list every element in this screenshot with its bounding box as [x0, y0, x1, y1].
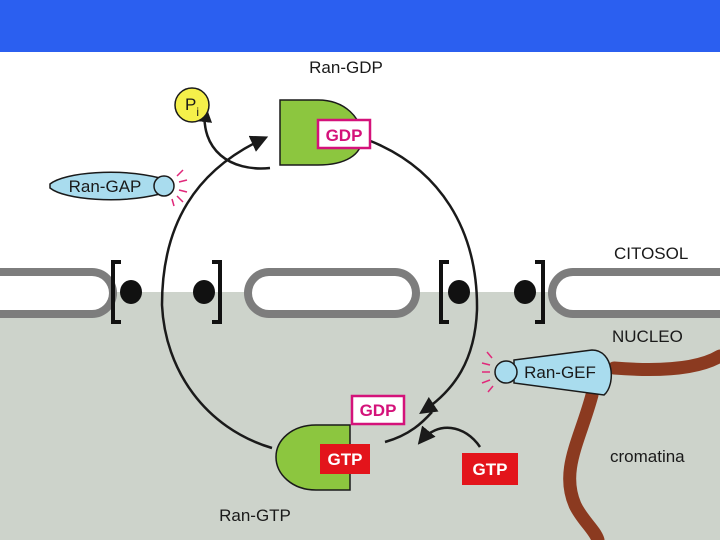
ran-gap-label: Ran-GAP	[69, 177, 142, 196]
gtp-badge-incoming-text: GTP	[473, 460, 508, 479]
chromatin-fiber	[563, 349, 720, 545]
nuclear-pore-right	[439, 260, 545, 324]
ran-cycle	[160, 104, 482, 450]
gdp-badge-released	[350, 394, 406, 426]
gtp-badge-incoming	[462, 453, 518, 485]
gdp-badge-top-text: GDP	[326, 126, 363, 145]
header-bar	[0, 0, 720, 52]
ran-gef-head	[494, 360, 518, 384]
ran-gef-activity-icon	[481, 351, 494, 393]
citosol-label: CITOSOL	[614, 244, 688, 263]
ran-gtp-label: Ran-GTP	[219, 506, 291, 525]
arrow-exchange-stem	[384, 411, 433, 444]
ran-gef-label: Ran-GEF	[524, 363, 596, 382]
nuclear-envelope	[0, 268, 720, 318]
nuclear-pore-left	[111, 260, 222, 324]
ran-gap-head	[153, 175, 175, 197]
pi-label: Pi	[185, 95, 199, 119]
ran-gef-protein	[513, 349, 612, 396]
gdp-badge-released-text: GDP	[360, 401, 397, 420]
pi-circle	[174, 87, 210, 123]
gdp-badge-top	[316, 118, 372, 150]
cromatina-label: cromatina	[610, 447, 685, 466]
pi-label-main: P	[185, 95, 196, 114]
arrow-import-to-cytosol	[160, 135, 273, 450]
nucleo-label: NUCLEO	[612, 327, 683, 346]
arrow-export-to-nucleus	[367, 138, 479, 414]
ran-gdp-label: Ran-GDP	[309, 58, 383, 77]
ran-gap-activity-icon	[171, 169, 188, 207]
arrow-gtp-entry	[417, 425, 482, 448]
gtp-badge-bound-text: GTP	[328, 450, 363, 469]
gtp-badge-bound	[320, 444, 370, 474]
arrow-pi-release	[194, 104, 271, 170]
pi-label-sub: i	[196, 105, 199, 119]
